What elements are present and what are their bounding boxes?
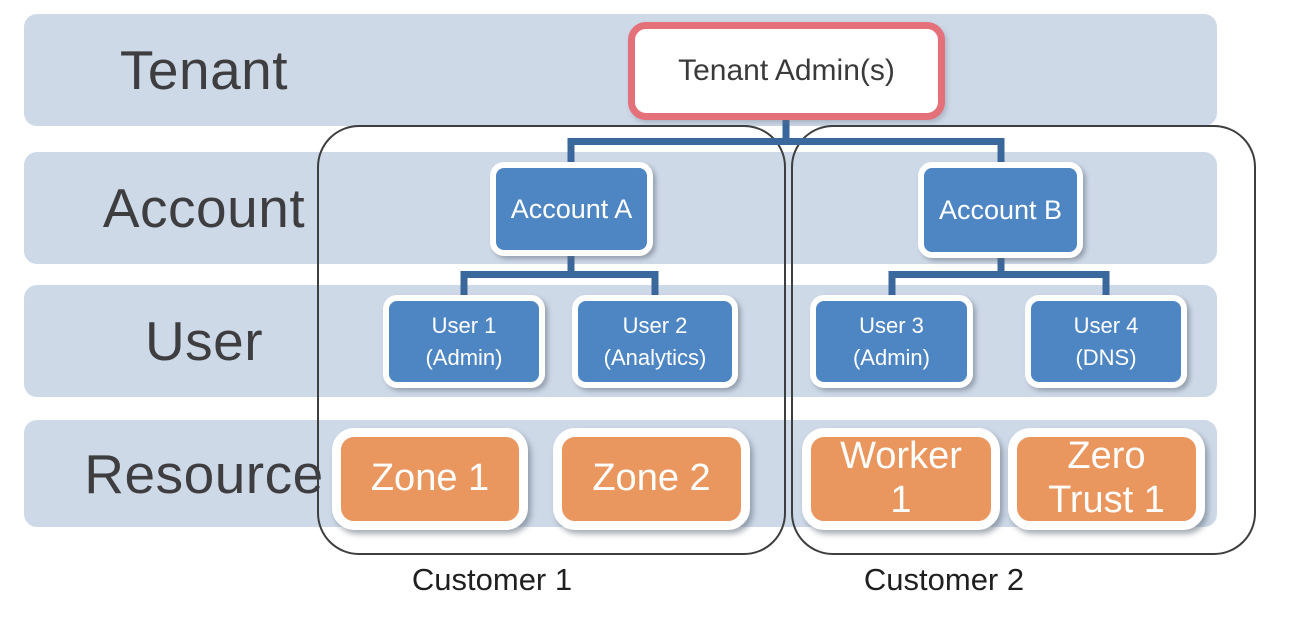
user-1-role: (Admin) [425,344,503,370]
resource-zero-trust-1-label: Zero Trust 1 [1048,435,1165,521]
resource-zero-trust-1-node: Zero Trust 1 [1008,428,1205,530]
resource-worker-1-node: Worker 1 [802,428,1000,530]
row-label-user: User [144,310,264,372]
customer-1-label: Customer 1 [411,562,573,597]
resource-zone-1-node: Zone 1 [332,428,528,530]
user-3-node: User 3 (Admin) [810,295,973,388]
user-2-role: (Analytics) [603,344,707,370]
user-1-name: User 1 [431,312,497,338]
user-2-node: User 2 (Analytics) [572,295,738,388]
account-b-label: Account B [938,194,1063,225]
user-4-role: (DNS) [1075,344,1137,370]
customer-2-label: Customer 2 [863,562,1025,597]
user-1-node: User 1 (Admin) [383,295,545,388]
account-a-label: Account A [510,193,633,224]
user-3-name: User 3 [859,312,924,338]
customer-2-group-outline [791,125,1256,555]
account-a-node: Account A [490,162,653,256]
resource-zone-2-node: Zone 2 [553,428,750,530]
row-label-tenant: Tenant [119,39,289,101]
row-label-resource: Resource [84,442,324,505]
tenant-admin-node: Tenant Admin(s) [628,22,945,120]
tenant-admin-label: Tenant Admin(s) [678,54,895,87]
resource-worker-1-label: Worker 1 [840,435,962,521]
row-label-account: Account [102,177,306,239]
customer-1-group-outline [317,125,786,555]
user-4-node: User 4 (DNS) [1025,295,1187,388]
user-4-name: User 4 [1073,312,1139,338]
user-2-name: User 2 [622,312,688,338]
tenant-row-band [24,14,1217,126]
account-b-node: Account B [918,162,1083,258]
resource-zone-2-label: Zone 2 [592,457,711,500]
resource-zone-1-label: Zone 1 [370,457,490,500]
user-3-role: (Admin) [852,344,930,370]
